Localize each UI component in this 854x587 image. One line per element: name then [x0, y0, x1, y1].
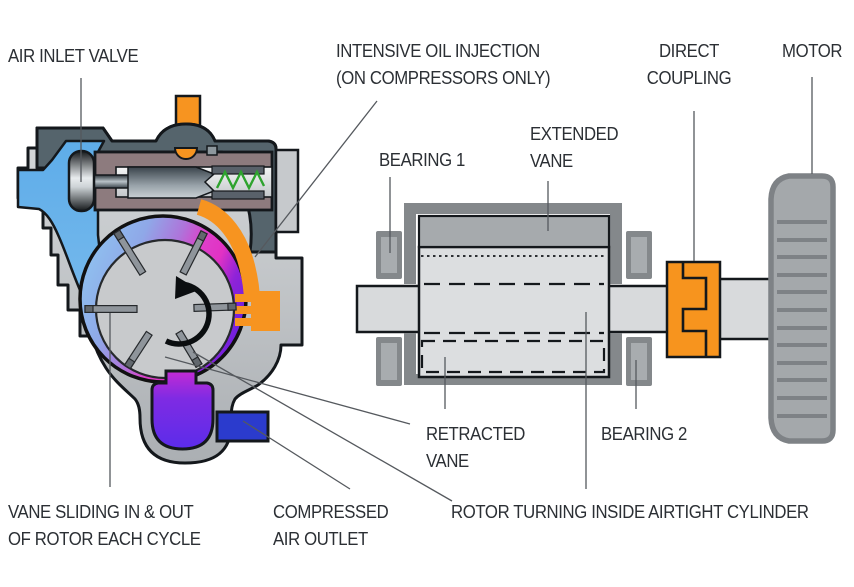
label-direct-coupling-line1: DIRECT — [658, 41, 720, 61]
vane-upper-right — [179, 230, 208, 276]
label-vane-sliding-line1: VANE SLIDING IN & OUT — [8, 502, 194, 522]
rotation-arrow-icon — [164, 276, 212, 347]
label-bearing-2: BEARING 2 — [601, 421, 687, 448]
label-oil-injection: INTENSIVE OIL INJECTION (ON COMPRESSORS … — [336, 38, 551, 92]
leader-rotor-cylinder-pump — [192, 351, 453, 502]
pump-side-view — [355, 173, 836, 444]
bearing-1b-block — [626, 231, 652, 279]
vane-left — [84, 304, 138, 313]
label-motor-text: MOTOR — [782, 41, 843, 61]
valve-fork-upper — [211, 165, 265, 175]
label-retracted-vane-line1: RETRACTED — [426, 424, 525, 444]
label-direct-coupling: DIRECT COUPLING — [643, 38, 736, 92]
housing-right-block — [274, 148, 300, 234]
vane-upper-left — [113, 229, 147, 277]
valve-fork-lower — [211, 190, 265, 200]
leader-lines — [80, 77, 813, 502]
label-compressed-line1: COMPRESSED — [273, 502, 389, 522]
inlet-valve-assembly — [67, 145, 274, 213]
exhaust-chamber — [150, 369, 215, 451]
label-oil-injection-line1: INTENSIVE OIL INJECTION — [336, 41, 540, 61]
motor-body — [768, 173, 836, 444]
bearing-1-block — [376, 231, 402, 279]
valve-guide — [127, 166, 216, 199]
vane-lower-left — [123, 330, 153, 370]
label-compressed-line2: AIR OUTLET — [273, 529, 368, 549]
leader-retracted-vane-pump — [164, 356, 411, 425]
direct-coupling — [665, 260, 722, 359]
label-retracted-vane: RETRACTED VANE — [426, 421, 525, 475]
label-extended-vane: EXTENDED VANE — [530, 121, 619, 175]
label-compressed-air-outlet: COMPRESSED AIR OUTLET — [273, 499, 389, 553]
bearing-2a-block — [376, 337, 402, 386]
label-air-inlet-valve: AIR INLET VALVE — [8, 43, 139, 70]
label-motor: MOTOR — [782, 38, 843, 65]
motor-fins — [777, 220, 827, 418]
label-extended-vane-line1: EXTENDED — [530, 124, 619, 144]
housing-notch — [206, 145, 218, 156]
leader-oil-injection — [254, 100, 378, 258]
label-direct-coupling-line2: COUPLING — [646, 68, 732, 88]
label-bearing-1: BEARING 1 — [379, 147, 465, 174]
pump-cutaway-view — [16, 94, 304, 465]
retracted-vane-outline — [420, 339, 606, 374]
label-vane-sliding-line2: OF ROTOR EACH CYCLE — [8, 529, 201, 549]
label-extended-vane-line2: VANE — [530, 151, 573, 171]
cylinder-frame — [404, 203, 622, 385]
motor-shaft-hub — [716, 277, 774, 341]
label-rotor-turning: ROTOR TURNING INSIDE AIRTIGHT CYLINDER — [451, 499, 809, 526]
label-oil-injection-line2: (ON COMPRESSORS ONLY) — [336, 68, 551, 88]
oil-port — [173, 147, 199, 160]
valve-spring — [215, 169, 266, 191]
label-retracted-vane-line2: VANE — [426, 451, 469, 471]
leader-compressed-outlet — [242, 420, 351, 490]
compressed-air-outlet-pipe — [215, 410, 270, 443]
label-bearing-2-text: BEARING 2 — [601, 424, 687, 444]
label-rotor-turning-text: ROTOR TURNING INSIDE AIRTIGHT CYLINDER — [451, 502, 809, 522]
side-rotor-body — [417, 245, 611, 379]
vane-right — [193, 302, 237, 313]
label-bearing-1-text: BEARING 1 — [379, 150, 465, 170]
label-vane-sliding: VANE SLIDING IN & OUT OF ROTOR EACH CYCL… — [8, 499, 201, 553]
vanes — [84, 229, 237, 370]
bearing-2-block — [626, 337, 652, 386]
vane-lower-right — [175, 329, 203, 369]
extended-vane-block — [417, 214, 611, 249]
label-air-inlet-valve-text: AIR INLET VALVE — [8, 46, 139, 66]
